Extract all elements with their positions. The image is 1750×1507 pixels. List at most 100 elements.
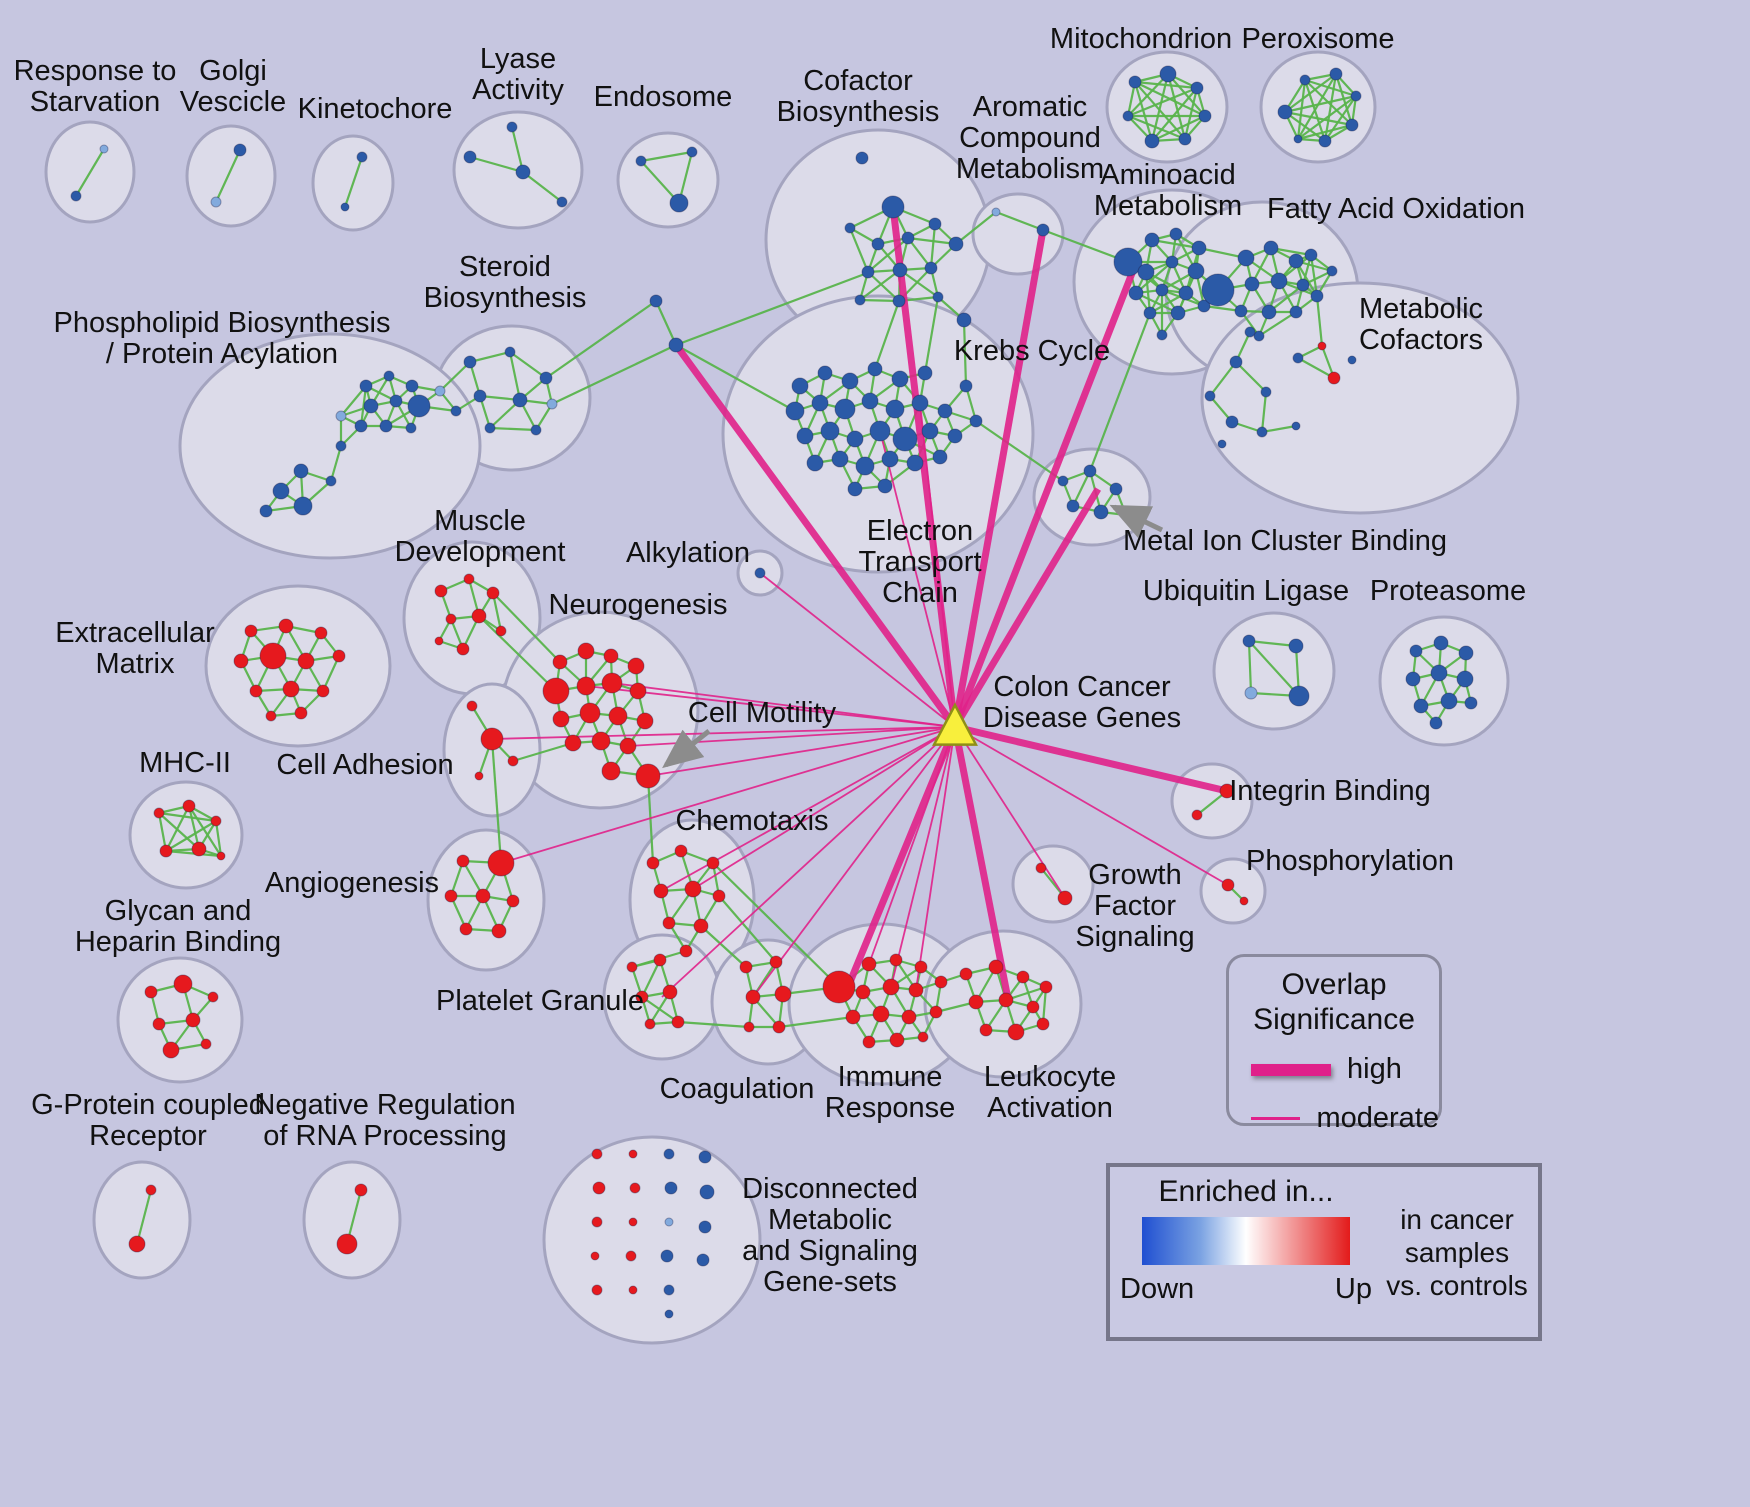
gene-set-node-phospholipid-biosynthesis — [405, 379, 419, 393]
label-krebs-cycle: Krebs Cycle — [954, 335, 1110, 367]
gene-set-node-extracellular-matrix — [278, 618, 294, 634]
gene-set-node-glycan-heparin-binding — [200, 1038, 212, 1050]
gene-set-node-aminoacid-metabolism — [1170, 305, 1186, 321]
gene-set-node-mitochondrion — [1159, 65, 1177, 83]
gene-set-node-neurogenesis — [629, 682, 647, 700]
gene-set-node-electron-transport-chain — [841, 372, 859, 390]
gene-set-node-disconnected-gene-sets — [628, 1149, 638, 1159]
gene-set-node-peroxisome — [1350, 90, 1362, 102]
gene-set-node-extracellular-matrix — [332, 649, 346, 663]
gene-overlap-edge — [512, 741, 574, 763]
gene-set-node-neurogenesis — [591, 731, 611, 751]
gene-set-node-cofactor-biosynthesis — [854, 294, 866, 306]
gene-set-node-proteasome — [1456, 670, 1474, 688]
gene-overlap-edge — [449, 860, 465, 897]
gene-overlap-edge — [359, 385, 368, 427]
gene-set-node-phospholipid-biosynthesis — [293, 496, 313, 516]
gene-set-node-glycan-heparin-binding — [173, 974, 193, 994]
gene-set-node-platelet-granule — [671, 1015, 685, 1029]
cluster-ellipse-metabolic-cofactors — [1200, 281, 1520, 515]
gene-overlap-edge — [545, 300, 657, 379]
gene-set-node-electron-transport-chain — [811, 394, 829, 412]
gene-set-node-coagulation — [774, 985, 792, 1003]
gene-set-node-immune-response — [822, 970, 856, 1004]
gene-set-node-cell-adhesion — [507, 755, 519, 767]
gene-set-node-disconnected-gene-sets — [699, 1184, 715, 1200]
gene-set-node-neurogenesis — [542, 677, 570, 705]
gene-overlap-edge — [329, 445, 343, 482]
gene-set-node-cofactor-biosynthesis — [901, 231, 915, 245]
gene-overlap-edge — [848, 227, 870, 273]
overlap-significance-moderate-edge — [954, 726, 1066, 899]
cluster-ellipse-peroxisome — [1259, 50, 1377, 164]
gene-set-node-disconnected-gene-sets — [663, 1148, 675, 1160]
overlap-significance-moderate-edge — [890, 726, 956, 988]
cluster-ellipse-endosome — [616, 131, 720, 229]
gene-set-node-electron-transport-chain — [867, 361, 883, 377]
gene-overlap-edge — [1309, 254, 1319, 297]
gene-set-node-coagulation — [772, 1020, 786, 1034]
label-cell-adhesion: Cell Adhesion — [276, 749, 453, 781]
gene-overlap-edge — [1127, 114, 1186, 141]
legend-note-line1: in cancer — [1400, 1203, 1514, 1235]
gene-set-node-phospholipid-biosynthesis — [407, 394, 431, 418]
gene-set-node-muscle-development — [471, 608, 487, 624]
gene-set-node-ubiquitin-ligase — [1288, 685, 1310, 707]
label-ubiquitin-ligase: Ubiquitin Ligase — [1143, 575, 1349, 607]
gene-overlap-edge — [778, 1015, 854, 1029]
label-mitochondrion: Mitochondrion — [1050, 23, 1232, 55]
gene-set-node-disconnected-gene-sets — [629, 1182, 641, 1194]
gene-overlap-edge — [640, 160, 680, 204]
gene-set-node-phospholipid-biosynthesis — [259, 504, 273, 518]
gene-set-node-golgi-vescicle — [233, 143, 247, 157]
gene-set-node-proteasome — [1409, 644, 1423, 658]
cluster-ellipse-phospholipid-biosynthesis — [178, 332, 482, 560]
gene-set-node-kinetochore — [356, 151, 368, 163]
gene-set-node-aminoacid-metabolism — [1187, 262, 1205, 280]
gene-set-node-neurogenesis — [552, 654, 568, 670]
gene-overlap-edge — [165, 820, 217, 852]
label-proteasome: Proteasome — [1370, 575, 1526, 607]
gene-set-node-electron-transport-chain — [911, 394, 929, 412]
gene-overlap-edge — [923, 296, 940, 374]
gene-set-node-fatty-acid-oxidation — [1263, 240, 1279, 256]
gene-overlap-edge — [478, 615, 557, 692]
gene-set-node-cofactor-biosynthesis — [861, 265, 875, 279]
gene-set-node-peroxisome — [1299, 74, 1311, 86]
gene-set-node-electron-transport-chain — [947, 428, 963, 444]
gene-set-node-response-to-starvation — [70, 190, 82, 202]
legend-note-line3: vs. controls — [1386, 1269, 1528, 1301]
gene-set-node-extracellular-matrix — [297, 652, 315, 670]
cluster-ellipse-negative-regulation-rna — [302, 1160, 402, 1280]
overlap-significance-high-edge — [951, 229, 1047, 728]
gene-set-node-peroxisome — [1318, 134, 1332, 148]
gene-set-node-peroxisome — [1329, 67, 1343, 81]
gene-set-node-chemotaxis — [653, 883, 669, 899]
gene-set-node-integrin-binding — [1219, 783, 1235, 799]
gene-set-node-platelet-granule — [626, 961, 638, 973]
gene-set-node-phospholipid-biosynthesis — [389, 394, 403, 408]
gene-overlap-edge — [675, 344, 796, 412]
gene-overlap-edge — [1042, 228, 1129, 264]
gene-overlap-edge — [1127, 73, 1169, 117]
gene-set-node-disconnected-gene-sets — [664, 1309, 674, 1319]
gene-set-node-fatty-acid-oxidation — [1253, 330, 1265, 342]
gene-overlap-edge — [640, 150, 693, 163]
gene-set-node-immune-response — [845, 1009, 861, 1025]
overlap-significance-moderate-edge — [954, 726, 1229, 886]
gene-set-node-steroid-biosynthesis — [539, 371, 553, 385]
gene-overlap-edge — [718, 895, 777, 963]
gene-overlap-edge — [1167, 73, 1206, 117]
gene-set-node-lyase-activity — [556, 196, 568, 208]
legend-row-high: high — [1251, 1053, 1439, 1086]
gene-overlap-edge — [449, 895, 468, 930]
gene-set-node-neurogenesis — [576, 676, 596, 696]
gene-overlap-edge — [1268, 284, 1304, 313]
gene-set-node-coagulation — [769, 955, 783, 969]
gene-set-node-aminoacid-metabolism — [1155, 283, 1169, 297]
overlap-significance-moderate-edge — [611, 682, 956, 728]
gene-set-node-electron-transport-chain — [820, 421, 840, 441]
